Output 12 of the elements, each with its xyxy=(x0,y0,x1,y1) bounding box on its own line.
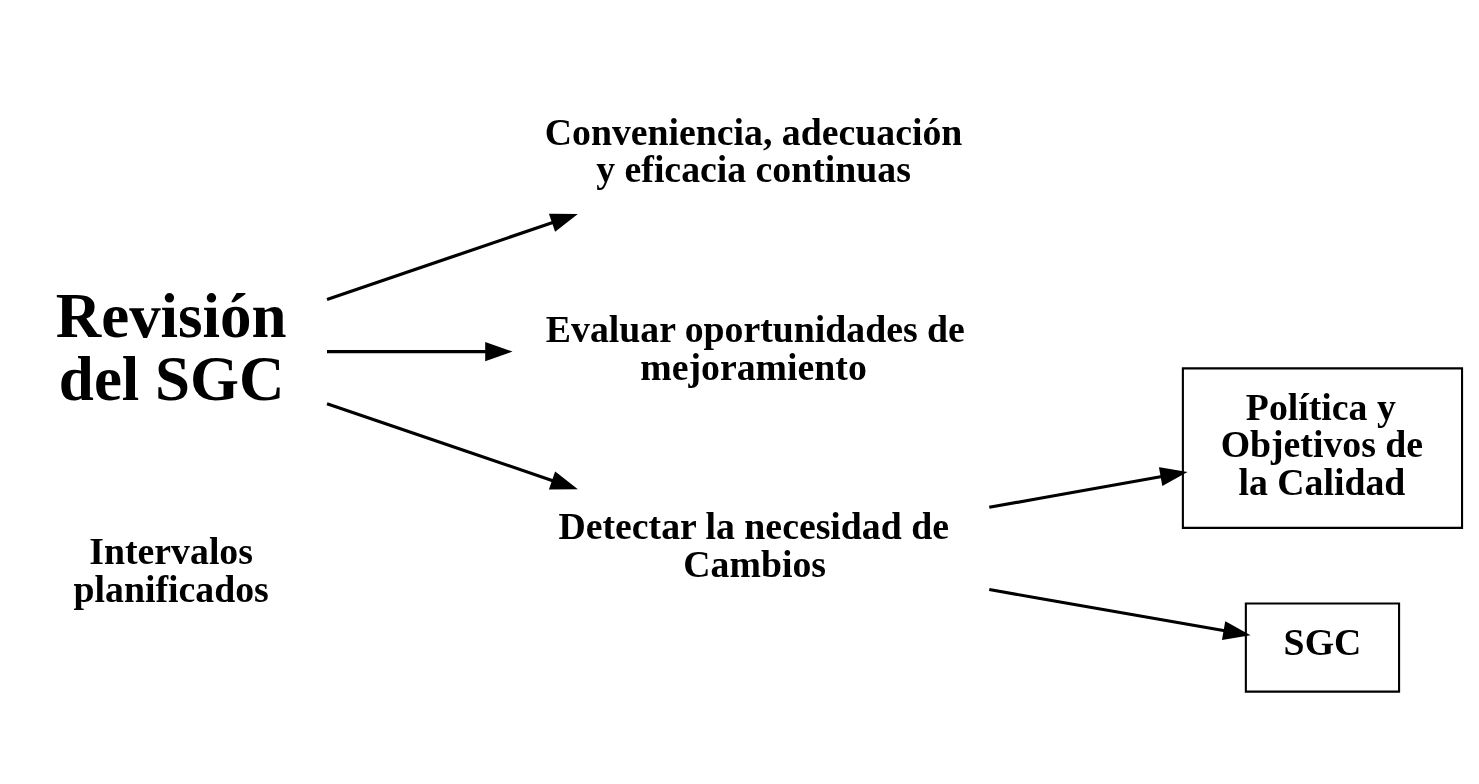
node-box: SGC xyxy=(1244,601,1400,693)
arrow xyxy=(326,213,578,301)
node-text: Evaluar oportunidades de mejoramiento xyxy=(545,307,965,388)
arrow xyxy=(988,466,1187,509)
node-text: Conveniencia, adecuación y eficacia continuas xyxy=(544,110,962,190)
node-box: Política y Objetivos de la Calidad xyxy=(1181,366,1463,529)
node-text: Revisión del SGC xyxy=(55,280,287,414)
arrow xyxy=(988,587,1251,640)
arrow xyxy=(326,341,513,361)
label: Intervalos planificados xyxy=(73,529,269,610)
node-text: Detectar la necesidad de Cambios xyxy=(557,504,949,585)
arrow xyxy=(326,401,578,489)
